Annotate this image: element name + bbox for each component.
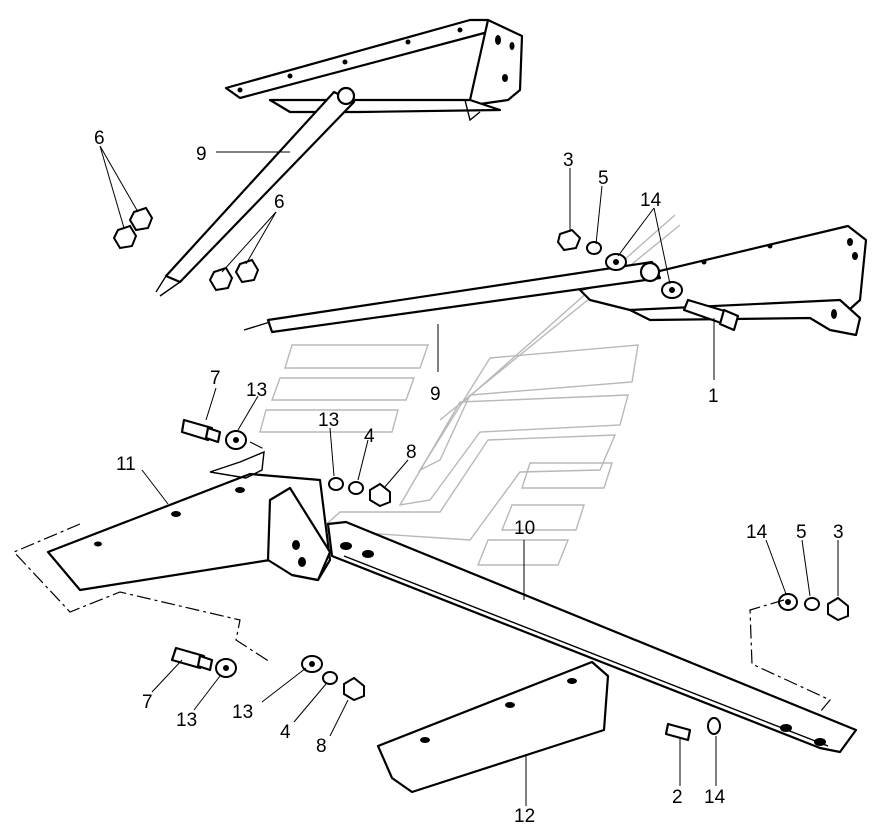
long-lower-bar (326, 520, 858, 754)
nuts-6 (112, 206, 260, 292)
long-strut-rod (243, 260, 662, 334)
callout-3: 3 (833, 522, 844, 543)
hardware-middle (180, 418, 391, 508)
hardware-lower-left (170, 646, 365, 702)
callout-10: 10 (514, 518, 535, 539)
hardware-upper-right (556, 228, 683, 299)
leader-lines (99, 145, 839, 806)
callout-13: 13 (246, 380, 267, 401)
left-bracket-plate (46, 450, 332, 592)
callout-9: 9 (196, 144, 207, 165)
callout-12: 12 (514, 806, 535, 827)
callout-2: 2 (672, 787, 683, 808)
callout-13: 13 (232, 702, 253, 723)
callout-5: 5 (598, 168, 609, 189)
callout-5: 5 (796, 522, 807, 543)
callout-8: 8 (316, 736, 327, 757)
callout-14: 14 (640, 190, 662, 211)
callout-7: 7 (142, 692, 153, 713)
callout-13: 13 (318, 410, 339, 431)
callout-1: 1 (708, 386, 719, 407)
phantom-lines (12, 441, 831, 713)
callout-13: 13 (176, 710, 197, 731)
callout-7: 7 (210, 368, 221, 389)
callout-11: 11 (116, 454, 136, 475)
callout-14: 14 (704, 787, 726, 808)
watermark-logo (259, 214, 681, 566)
callout-3: 3 (563, 150, 574, 171)
callout-14: 14 (746, 522, 768, 543)
upper-mounting-bracket (224, 18, 524, 122)
callout-9: 9 (430, 384, 441, 405)
callout-6: 6 (94, 128, 105, 149)
callout-6: 6 (274, 192, 285, 213)
bottom-plate (376, 660, 610, 794)
callout-4: 4 (280, 722, 291, 743)
callout-8: 8 (406, 442, 417, 463)
upper-strut-rod (155, 86, 356, 297)
callout-labels: 1 2 3 3 4 4 5 5 6 6 7 7 8 8 9 9 10 11 12… (94, 128, 844, 827)
bolt-1 (682, 298, 740, 332)
callout-4: 4 (364, 426, 375, 447)
hardware-lower-right (664, 593, 849, 742)
